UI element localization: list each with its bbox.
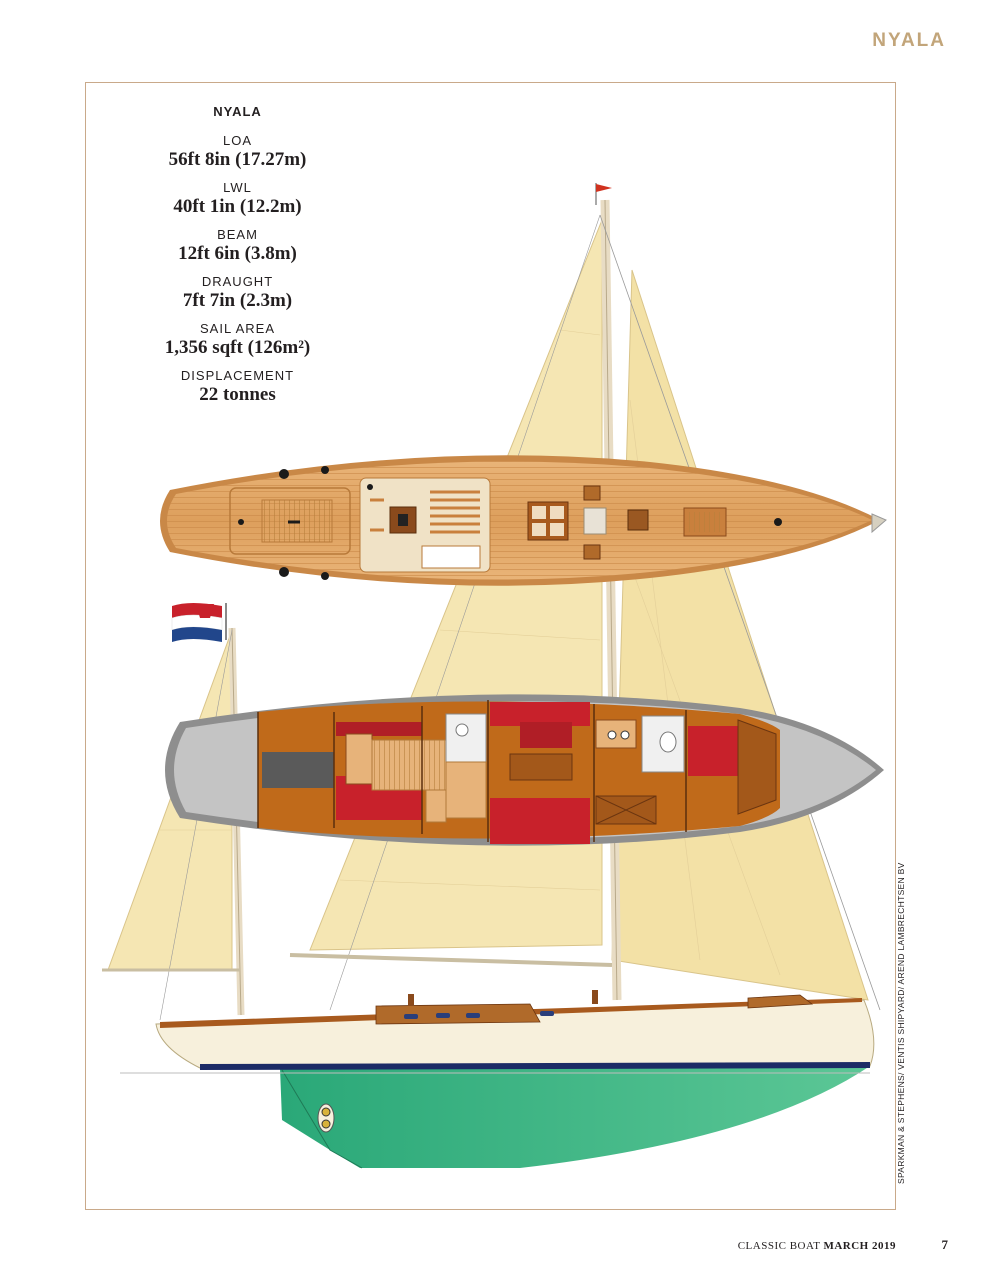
genoa-sail [611,269,869,1001]
magazine-name: CLASSIC BOAT [737,1240,821,1252]
spec-beam: BEAM 12ft 6in (3.8m) [140,227,335,265]
spec-sail-area: SAIL AREA 1,356 sqft (126m²) [140,321,335,359]
spec-label: DRAUGHT [201,274,274,289]
hull-elevation [120,990,875,1169]
spec-value: 12ft 6in (3.8m) [178,243,297,264]
spec-value: 22 tonnes [199,384,276,405]
spec-draught: DRAUGHT 7ft 7in (2.3m) [140,274,335,312]
spec-label: SAIL AREA [200,321,275,336]
spec-value: 7ft 7in (2.3m) [182,290,293,311]
dutch-flag [171,603,227,642]
spec-value: 1,356 sqft (126m²) [164,337,311,358]
spec-displacement: DISPLACEMENT 22 tonnes [140,368,335,406]
spec-label: LOA [222,133,252,148]
spec-loa: LOA 56ft 8in (17.27m) [140,133,335,171]
interior-plan [165,694,884,846]
section-title: NYALA [872,30,946,51]
specifications-panel: NYALA LOA 56ft 8in (17.27m) LWL 40ft 1in… [140,104,335,415]
spec-label: DISPLACEMENT [180,368,295,383]
boat-name: NYALA [213,104,262,119]
deck-plan [160,455,887,586]
spec-label: LWL [223,180,252,195]
spec-lwl: LWL 40ft 1in (12.2m) [140,180,335,218]
issue-date: MARCH 2019 [823,1240,896,1252]
spec-value: 56ft 8in (17.27m) [168,149,307,170]
page-number: 7 [941,1237,949,1252]
page-footer: CLASSIC BOAT MARCH 2019 [738,1240,896,1252]
masthead-pennant [595,183,612,205]
spec-label: BEAM [217,227,258,242]
spec-value: 40ft 1in (12.2m) [173,196,302,217]
